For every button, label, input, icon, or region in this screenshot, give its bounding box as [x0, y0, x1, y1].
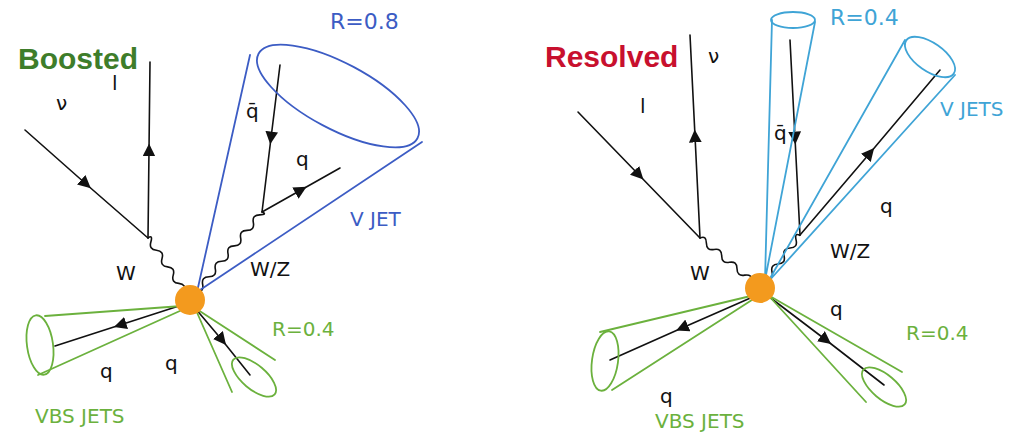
lepton-line: [148, 62, 150, 238]
particle-label: l: [112, 72, 118, 94]
small-r-cone: [768, 295, 902, 402]
small-r-cone-mouth: [23, 313, 57, 376]
neutrino-line: [25, 130, 148, 238]
small-r-cone: [600, 295, 755, 390]
particle-label: q: [830, 298, 843, 320]
small-r-cone: [195, 308, 275, 392]
panel-title: Resolved: [545, 40, 678, 73]
interaction-vertex: [745, 273, 775, 303]
large-r-cone-mouth: [243, 25, 433, 168]
cone-radius: R=0.8: [330, 10, 399, 34]
small-r-cone: [765, 20, 815, 280]
small-r-cone-mouth: [588, 329, 622, 392]
particle-label: W/Z: [250, 258, 290, 280]
interaction-vertex: [175, 285, 205, 315]
particle-label: q: [880, 195, 893, 217]
jet-label: V JET: [350, 208, 401, 230]
particle-label: q: [165, 352, 178, 374]
cone-radius: R=0.4: [906, 322, 968, 344]
particle-label: q: [660, 385, 673, 407]
lepton-line: [578, 112, 700, 238]
small-r-cone: [768, 40, 955, 282]
panel-title: Boosted: [18, 42, 138, 75]
jet-label: VBS JETS: [655, 410, 745, 432]
particle-label: W: [690, 262, 710, 284]
particle-label: q: [296, 148, 309, 170]
neutrino-line: [690, 35, 700, 238]
large-r-cone: [197, 55, 422, 292]
small-r-cone-mouth: [226, 350, 283, 403]
antiquark-line: [790, 40, 800, 235]
jet-label: VBS JETS: [35, 405, 125, 427]
small-r-cone-mouth: [771, 12, 815, 28]
cone-radius: R=0.4: [272, 318, 334, 340]
particle-label: l: [640, 95, 646, 117]
particle-label: q̄: [246, 100, 259, 122]
vbs-quark-line: [195, 308, 250, 375]
jet-label: V JETS: [940, 98, 1004, 120]
quark-line: [800, 70, 940, 235]
particle-label: q̄: [774, 122, 787, 144]
particle-label: W/Z: [830, 240, 870, 262]
vbs-quark-line: [768, 296, 884, 385]
small-r-cone-mouth: [856, 360, 913, 413]
vbs-quark-line: [610, 296, 755, 360]
small-r-cone-mouth: [898, 29, 962, 85]
particle-label: q: [100, 360, 113, 382]
particle-label: W: [116, 262, 136, 284]
wz-boson: [188, 210, 265, 302]
cone-radius: R=0.4: [830, 6, 899, 30]
particle-label: ν: [708, 45, 719, 67]
particle-label: ν: [56, 92, 67, 114]
